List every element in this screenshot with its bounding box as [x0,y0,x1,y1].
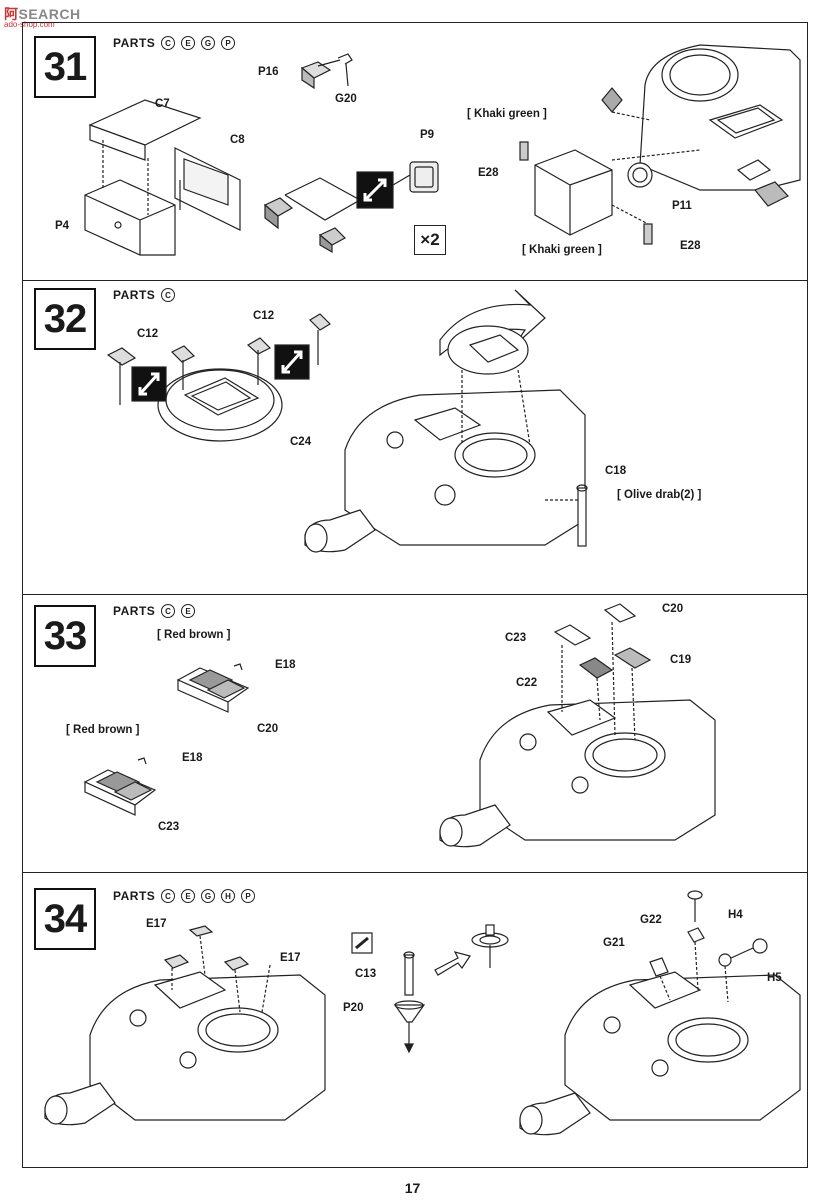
parts-list: PARTS C E G P [113,36,236,50]
part-label: C12 [137,328,159,340]
parts-list: PARTS C E [113,604,196,618]
part-label: C8 [230,134,245,146]
part-tree-badge: P [221,36,236,50]
watermark-url: ado-shop.com [4,20,55,29]
part-label: E18 [182,752,203,764]
step34-turret-left [44,925,326,1126]
paint-callout: [ Red brown ] [66,724,140,736]
part-label: C20 [257,723,279,735]
page-number: 17 [404,1180,421,1196]
part-tree-badge: E [181,889,196,903]
parts-label: PARTS [113,288,156,302]
paint-callout: [ Red brown ] [157,629,231,641]
part-label: H5 [767,972,782,984]
paint-callout: [ Khaki green ] [467,108,547,120]
page-frame [22,22,808,1168]
part-tree-badge: H [221,889,236,903]
part-label: P20 [343,1002,364,1014]
part-label: C18 [605,465,627,477]
part-label: C13 [355,968,377,980]
part-label: G22 [640,914,662,926]
part-label: H4 [728,909,743,921]
part-label: C22 [516,677,538,689]
paint-callout: [ Olive drab(2) ] [617,489,702,501]
quantity-multiplier: ×2 [414,225,446,255]
watermark: 阿SEARCH [4,6,81,22]
part-tree-badge: G [201,889,216,903]
parts-label: PARTS [113,36,156,50]
part-tree-badge: C [161,288,176,302]
step-divider [22,872,808,873]
part-label: C24 [290,436,312,448]
part-label: G21 [603,937,625,949]
step-divider [22,594,808,595]
part-label: E17 [280,952,301,964]
step-number: 31 [34,36,96,98]
step31-p9-exploded [263,161,439,254]
part-label: E28 [680,240,701,252]
step33-turret [439,603,716,848]
step-divider [22,280,808,281]
part-label: C23 [158,821,180,833]
parts-list: PARTS C [113,288,176,302]
step33-hatch-pads [83,663,250,816]
part-tree-badge: P [241,889,256,903]
parts-label: PARTS [113,889,156,903]
part-tree-badge: C [161,889,176,903]
part-label: P16 [258,66,279,78]
part-tree-badge: E [181,604,196,618]
part-label: E28 [478,167,499,179]
part-tree-badge: C [161,604,176,618]
part-label: E18 [275,659,296,671]
part-label: C7 [155,98,170,110]
part-label: P9 [420,129,435,141]
step-number: 32 [34,288,96,350]
part-label: C12 [253,310,275,322]
paint-callout: [ Khaki green ] [522,244,602,256]
step31-p16-g20 [300,53,353,90]
part-label: C23 [505,632,527,644]
part-label: C20 [662,603,684,615]
step34-periscope-parts [351,924,509,1054]
part-label: P11 [672,200,692,212]
part-label: P4 [55,220,70,232]
step31-box-assembly [84,99,241,256]
part-tree-badge: C [161,36,176,50]
step31-turret-rear [519,44,801,245]
step32-turret [304,289,588,553]
parts-list: PARTS C E G H P [113,889,256,903]
part-tree-badge: G [201,36,216,50]
step32-cupola-ring [106,313,331,442]
step-number: 34 [34,888,96,950]
part-label: G20 [335,93,357,105]
part-label: E17 [146,918,167,930]
parts-label: PARTS [113,604,156,618]
step-number: 33 [34,605,96,667]
step34-turret-right [519,890,801,1136]
part-label: C19 [670,654,692,666]
part-tree-badge: E [181,36,196,50]
